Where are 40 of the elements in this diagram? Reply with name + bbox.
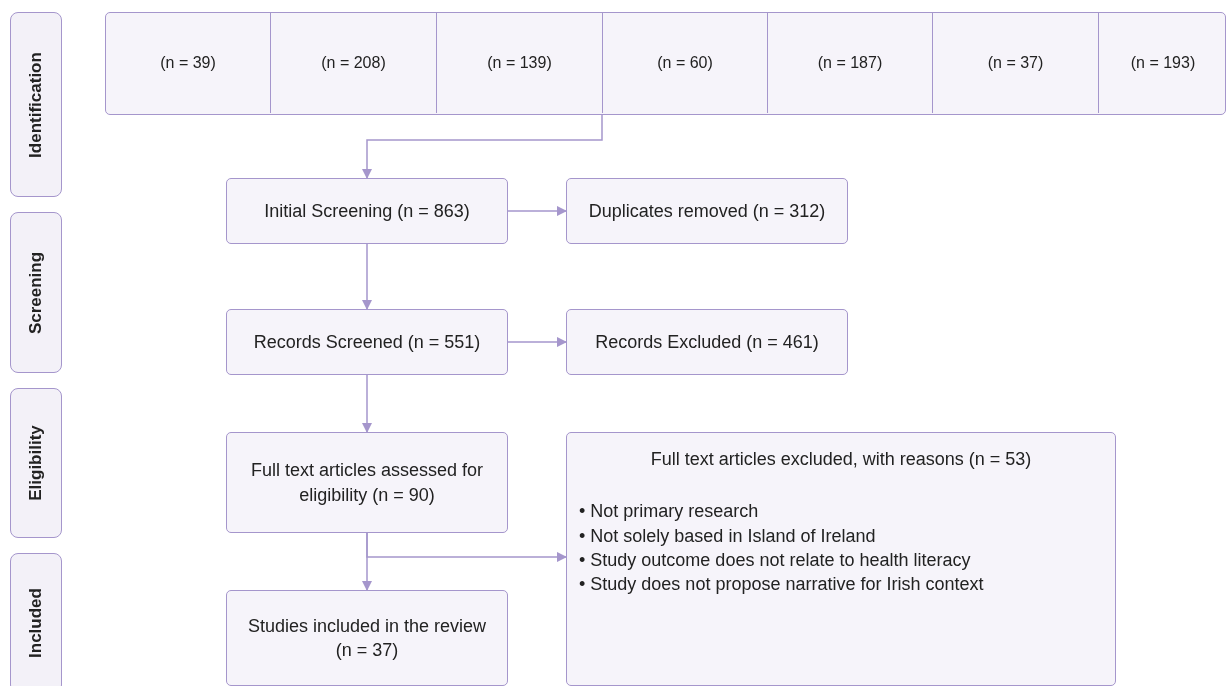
process-box <box>566 432 1116 686</box>
box-text: Initial Screening (n = 863) <box>264 199 470 223</box>
phase-label-box <box>10 553 62 686</box>
arrow <box>361 374 373 434</box>
phase-label: Identification <box>26 51 46 158</box>
phase-label: Included <box>26 588 46 658</box>
count-text: (n = 39) <box>160 54 216 72</box>
box-text: Duplicates removed (n = 312) <box>588 199 826 223</box>
box-text: Studies included in the review (n = 37) <box>246 614 488 662</box>
bullet-item: • Study does not propose narrative for Irish context <box>579 573 984 597</box>
count-text: (n = 139) <box>487 54 552 72</box>
arrow <box>507 205 568 217</box>
arrow <box>361 114 603 180</box>
arrow <box>366 532 568 563</box>
process-box <box>226 432 508 533</box>
database-row-box <box>105 12 1226 115</box>
box-text: Full text articles assessed for eligibility (n = 90) <box>249 459 485 507</box>
process-box <box>226 590 508 686</box>
count-text: (n = 60) <box>657 54 713 72</box>
arrow <box>507 336 568 348</box>
process-box <box>566 309 848 375</box>
process-box <box>566 178 848 244</box>
bullet-item: • Study outcome does not relate to health literacy <box>579 548 971 572</box>
bullet-item: • Not solely based in Island of Ireland <box>579 524 876 548</box>
phase-label: Eligibility <box>26 425 46 501</box>
phase-label-box <box>10 212 62 373</box>
phase-label: Screening <box>26 251 46 334</box>
box-heading: Full text articles excluded, with reasons (n = 53) <box>649 448 1033 471</box>
bullet-item: • Not primary research <box>579 500 759 524</box>
process-box <box>226 178 508 244</box>
box-text: Records Excluded (n = 461) <box>595 330 819 354</box>
phase-label-box <box>10 12 62 197</box>
count-text: (n = 208) <box>321 54 386 72</box>
count-text: (n = 37) <box>987 54 1044 72</box>
process-box <box>226 309 508 375</box>
box-text: Records Screened (n = 551) <box>253 330 481 354</box>
count-text: (n = 193) <box>1130 54 1196 72</box>
phase-label-box <box>10 388 62 538</box>
arrow <box>361 243 373 311</box>
count-text: (n = 187) <box>817 54 883 72</box>
